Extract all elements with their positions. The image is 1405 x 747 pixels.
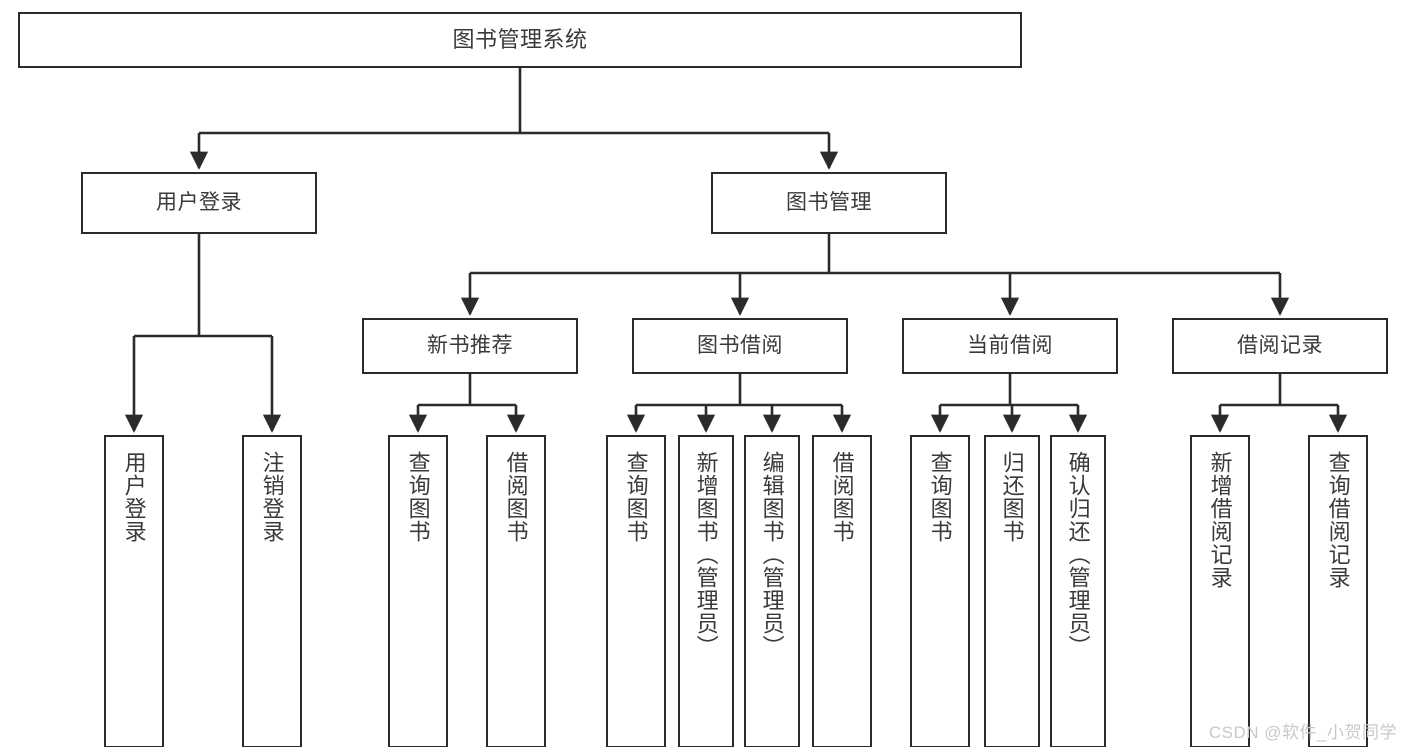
node-leaf-query-book-2-label: 查询图书	[623, 451, 649, 543]
node-new-book-recommend-label: 新书推荐	[427, 333, 513, 357]
node-leaf-user-logout-label: 注销登录	[259, 451, 285, 543]
node-book-borrow[interactable]: 图书借阅	[632, 318, 848, 374]
node-leaf-add-borrow-record[interactable]: 新增借阅记录	[1190, 435, 1250, 747]
node-leaf-borrow-book-1[interactable]: 借阅图书	[486, 435, 546, 747]
node-leaf-user-login[interactable]: 用户登录	[104, 435, 164, 747]
node-book-borrow-label: 图书借阅	[697, 333, 783, 357]
node-leaf-query-borrow-record[interactable]: 查询借阅记录	[1308, 435, 1368, 747]
node-leaf-user-logout[interactable]: 注销登录	[242, 435, 302, 747]
node-leaf-edit-book-admin-label: 编辑图书（管理员）	[759, 451, 785, 658]
node-leaf-user-login-label: 用户登录	[121, 451, 147, 543]
node-leaf-query-borrow-record-label: 查询借阅记录	[1325, 451, 1351, 589]
node-leaf-return-book[interactable]: 归还图书	[984, 435, 1040, 747]
node-leaf-return-book-label: 归还图书	[999, 451, 1025, 543]
node-leaf-query-book-3-label: 查询图书	[927, 451, 953, 543]
node-leaf-query-book-1[interactable]: 查询图书	[388, 435, 448, 747]
node-leaf-add-book-admin[interactable]: 新增图书（管理员）	[678, 435, 734, 747]
node-new-book-recommend[interactable]: 新书推荐	[362, 318, 578, 374]
watermark: CSDN @软件_小贺同学	[1208, 723, 1397, 742]
node-root-label: 图书管理系统	[452, 27, 588, 53]
node-leaf-query-book-3[interactable]: 查询图书	[910, 435, 970, 747]
node-leaf-query-book-1-label: 查询图书	[405, 451, 431, 543]
node-leaf-edit-book-admin[interactable]: 编辑图书（管理员）	[744, 435, 800, 747]
node-root[interactable]: 图书管理系统	[18, 12, 1022, 68]
node-leaf-query-book-2[interactable]: 查询图书	[606, 435, 666, 747]
node-leaf-borrow-book-2-label: 借阅图书	[829, 451, 855, 543]
node-leaf-add-borrow-record-label: 新增借阅记录	[1207, 451, 1233, 589]
node-leaf-add-book-admin-label: 新增图书（管理员）	[693, 451, 719, 658]
node-book-manage-label: 图书管理	[786, 190, 872, 214]
node-user-login[interactable]: 用户登录	[81, 172, 317, 234]
node-borrow-record-label: 借阅记录	[1237, 333, 1323, 357]
node-book-manage[interactable]: 图书管理	[711, 172, 947, 234]
node-borrow-record[interactable]: 借阅记录	[1172, 318, 1388, 374]
node-user-login-label: 用户登录	[156, 190, 242, 214]
node-leaf-borrow-book-1-label: 借阅图书	[503, 451, 529, 543]
node-current-borrow-label: 当前借阅	[967, 333, 1053, 357]
node-leaf-confirm-return-admin-label: 确认归还（管理员）	[1065, 451, 1091, 658]
node-leaf-confirm-return-admin[interactable]: 确认归还（管理员）	[1050, 435, 1106, 747]
node-leaf-borrow-book-2[interactable]: 借阅图书	[812, 435, 872, 747]
node-current-borrow[interactable]: 当前借阅	[902, 318, 1118, 374]
